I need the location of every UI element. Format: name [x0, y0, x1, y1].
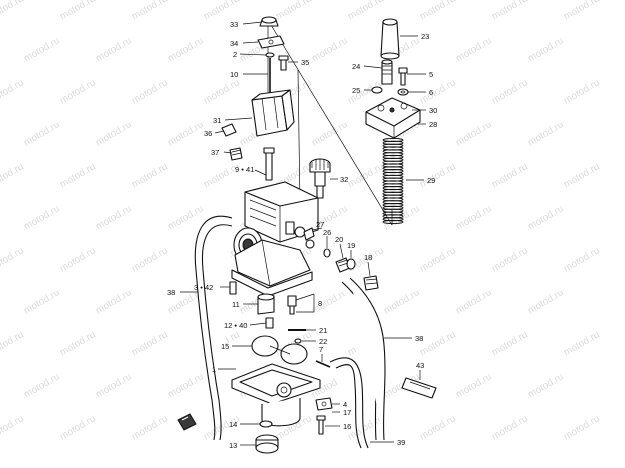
- part-4-17-plate: [315, 397, 333, 411]
- part-14-gasket: [259, 420, 273, 428]
- part-22-washer: [294, 338, 302, 344]
- callout-18: 18: [364, 253, 372, 262]
- callout-16: 16: [343, 422, 351, 431]
- callout-36: 36: [204, 129, 212, 138]
- callout-4: 4: [343, 400, 347, 409]
- callout-30: 30: [429, 106, 437, 115]
- part-24-adjuster: [381, 59, 393, 85]
- callout-15: 15: [221, 342, 229, 351]
- part-13-drain-plug: [255, 434, 279, 454]
- callout-25: 25: [352, 86, 360, 95]
- leader-lines: [180, 21, 426, 446]
- part-15-float: [251, 335, 308, 365]
- callout-33: 33: [230, 20, 238, 29]
- part-31-throttle-valve: [251, 89, 295, 137]
- callout-37: 37: [211, 148, 219, 157]
- part-25-nut: [371, 86, 383, 94]
- callout-43: 43: [416, 361, 424, 370]
- parts: [177, 16, 437, 454]
- callout-38-lower: 38: [415, 334, 423, 343]
- callout-labels: 33 34 2 35 10 31 36 37 9 • 41 32 23 24 5…: [167, 20, 437, 450]
- callout-26: 26: [323, 228, 331, 237]
- callout-31: 31: [213, 116, 221, 125]
- part-23-cap-boot: [380, 18, 400, 60]
- callout-23: 23: [421, 32, 429, 41]
- callout-6: 6: [429, 88, 433, 97]
- callout-32: 32: [340, 175, 348, 184]
- part-29-spring: [382, 137, 404, 225]
- part-19-screw: [346, 258, 356, 270]
- callout-17: 17: [343, 408, 351, 417]
- part-37-screw: [229, 147, 243, 161]
- fwd-arrow-icon: [177, 413, 197, 431]
- part-38-vent-hose-left: [194, 215, 233, 441]
- callout-12-40: 12 • 40: [224, 321, 247, 330]
- callout-19: 19: [347, 241, 355, 250]
- part-30-28-top-cover: [365, 97, 421, 139]
- callout-3-42: 3 • 42: [194, 283, 213, 292]
- part-12-40-main-jet: [265, 317, 274, 329]
- part-27-screw: [303, 227, 315, 241]
- callout-39: 39: [397, 438, 405, 447]
- callout-28: 28: [429, 120, 437, 129]
- callout-13: 13: [229, 441, 237, 450]
- callout-35: 35: [301, 58, 309, 67]
- part-1-float-chamber: [231, 363, 321, 427]
- part-35-screw: [278, 55, 289, 71]
- part-39-overflow-hose: [329, 357, 369, 449]
- part-8-float-valve: [287, 295, 297, 315]
- part-11-needle-jet: [257, 293, 275, 315]
- callout-21: 21: [319, 326, 327, 335]
- callout-1: 1: [212, 365, 216, 374]
- part-32-starter-plunger: [309, 158, 331, 199]
- part-36-screw: [214, 123, 237, 137]
- callout-20: 20: [335, 235, 343, 244]
- callout-8: 8: [318, 299, 322, 308]
- callout-24: 24: [352, 62, 360, 71]
- part-5-screw: [398, 67, 408, 86]
- part-33-top-cap: [259, 16, 279, 27]
- part-38-vent-hose-right: [341, 277, 386, 441]
- part-9-41-jet: [263, 147, 275, 181]
- callout-38-upper: 38: [167, 288, 175, 297]
- part-16-screw: [316, 415, 326, 435]
- callout-27: 27: [316, 220, 324, 229]
- part-6-washer: [397, 88, 409, 96]
- part-2-clip: [265, 52, 275, 58]
- main-carburetor-body: [231, 181, 319, 297]
- part-18-pilot-screw: [363, 275, 379, 291]
- callout-10: 10: [230, 70, 238, 79]
- part-7-pin: [315, 360, 331, 368]
- part-34-plate: [257, 35, 285, 49]
- callout-7: 7: [319, 345, 323, 354]
- callout-22: 22: [319, 337, 327, 346]
- callout-29: 29: [427, 176, 435, 185]
- callout-9-41: 9 • 41: [235, 165, 254, 174]
- part-3-42-jet: [229, 281, 237, 295]
- part-26-washer: [323, 248, 331, 258]
- callout-2: 2: [233, 50, 237, 59]
- callout-34: 34: [230, 39, 238, 48]
- callout-14: 14: [229, 420, 237, 429]
- part-43-clamp: [401, 377, 437, 399]
- callout-5: 5: [429, 70, 433, 79]
- callout-11: 11: [232, 300, 240, 309]
- spring-coil: [382, 219, 404, 225]
